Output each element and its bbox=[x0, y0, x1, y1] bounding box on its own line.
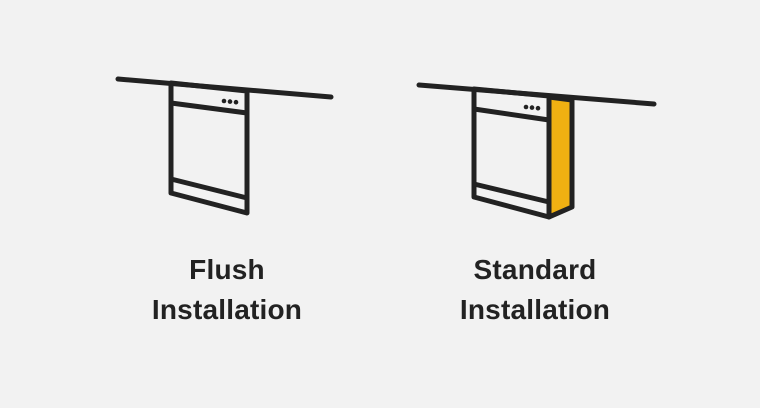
label-line-2: Installation bbox=[459, 294, 611, 325]
label-line-1: Standard bbox=[473, 254, 597, 285]
countertop-line bbox=[416, 82, 657, 107]
side-panel-fill bbox=[549, 98, 572, 216]
control-dots-icon bbox=[523, 104, 541, 111]
flush-installation-dishwasher-icon bbox=[115, 76, 334, 216]
dishwasher-front bbox=[471, 86, 552, 220]
control-dots-icon bbox=[221, 98, 239, 105]
label-line-2: Installation bbox=[151, 294, 303, 325]
flush-installation-label: Flush Installation bbox=[112, 250, 342, 330]
label-line-1: Flush bbox=[189, 254, 265, 285]
option-flush-installation[interactable]: Flush Installation bbox=[0, 0, 380, 408]
standard-installation-label: Standard Installation bbox=[420, 250, 650, 330]
dishwasher-front bbox=[168, 80, 250, 216]
